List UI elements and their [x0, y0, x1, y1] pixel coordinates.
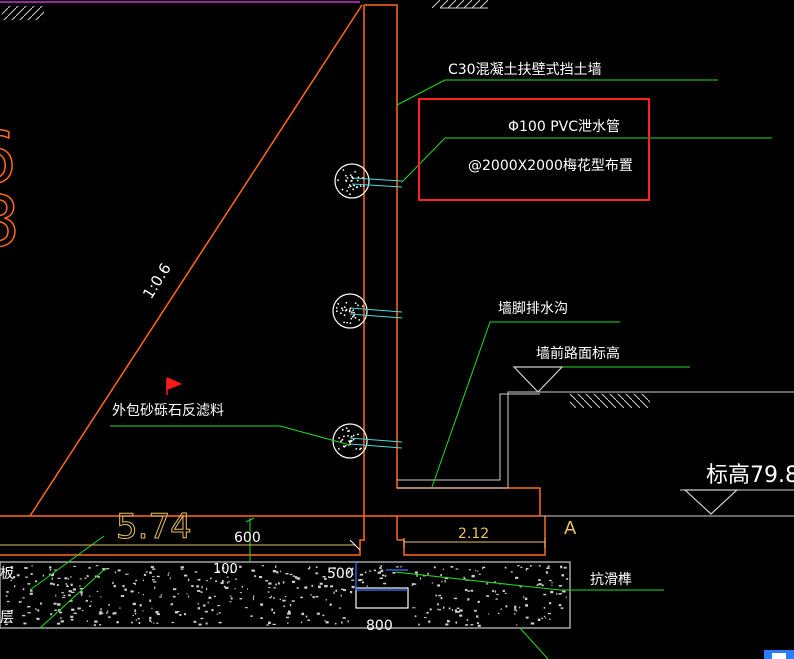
pipe-leader — [401, 137, 772, 183]
weep-pipe-2 — [332, 293, 403, 329]
left-leader-1 — [29, 535, 105, 591]
dimension-600 — [245, 517, 255, 562]
ditch-leader — [431, 321, 620, 488]
base-slab-outline — [0, 539, 365, 556]
left-label-1: 板 — [0, 566, 14, 582]
pipe-label: Φ100 PVC泄水管 — [508, 119, 620, 135]
road-hatch — [570, 394, 650, 408]
dim-600-label: 600 — [234, 530, 261, 546]
elevation-marker — [683, 489, 739, 515]
pipe-note-highlight-box — [418, 98, 650, 201]
shear-key — [355, 587, 409, 609]
shear-key-label: 抗滑榫 — [590, 571, 632, 588]
foundation-bedding — [0, 561, 571, 629]
bedding-speckle — [4, 565, 569, 627]
left-label-2: 层 — [0, 610, 14, 626]
big-digit-3: 3 — [0, 181, 21, 263]
point-a-label: A — [564, 518, 577, 539]
elevation-label: 标高79.8 — [706, 463, 794, 488]
left-leader-2 — [39, 567, 107, 629]
wall-label: C30混凝土扶壁式挡土墙 — [448, 62, 602, 78]
pipe-spacing-label: @2000X2000梅花型布置 — [468, 158, 633, 174]
dim-574-label: 5.74 — [116, 507, 192, 547]
top-right-hatch — [432, 0, 488, 8]
dim-500-label: 500 — [327, 566, 354, 582]
dim-212-label: 2.12 — [458, 526, 489, 542]
flag-marker — [166, 377, 182, 395]
drain-ditch — [397, 393, 540, 481]
slope-label: 1:0.6 — [139, 260, 175, 302]
top-left-hatch — [2, 6, 44, 20]
weep-pipe-3 — [332, 423, 403, 459]
big-digit-6: 6 — [0, 117, 17, 199]
road-elev-label: 墙前路面标高 — [536, 345, 620, 362]
filter-leader — [110, 425, 351, 446]
wall-leader — [396, 79, 718, 106]
shear-key-leader — [394, 571, 664, 591]
wall-stem — [364, 4, 541, 516]
filter-label: 外包砂砾石反滤料 — [112, 403, 224, 419]
weep-pipe-1 — [334, 163, 403, 199]
ditch-label: 墙脚排水沟 — [498, 301, 568, 317]
road-elev-marker — [512, 366, 564, 393]
dim-800-label: 800 — [366, 618, 393, 634]
dim-100-label: 100 — [213, 562, 238, 577]
slope-line — [29, 4, 363, 517]
bottom-leader — [519, 627, 549, 659]
